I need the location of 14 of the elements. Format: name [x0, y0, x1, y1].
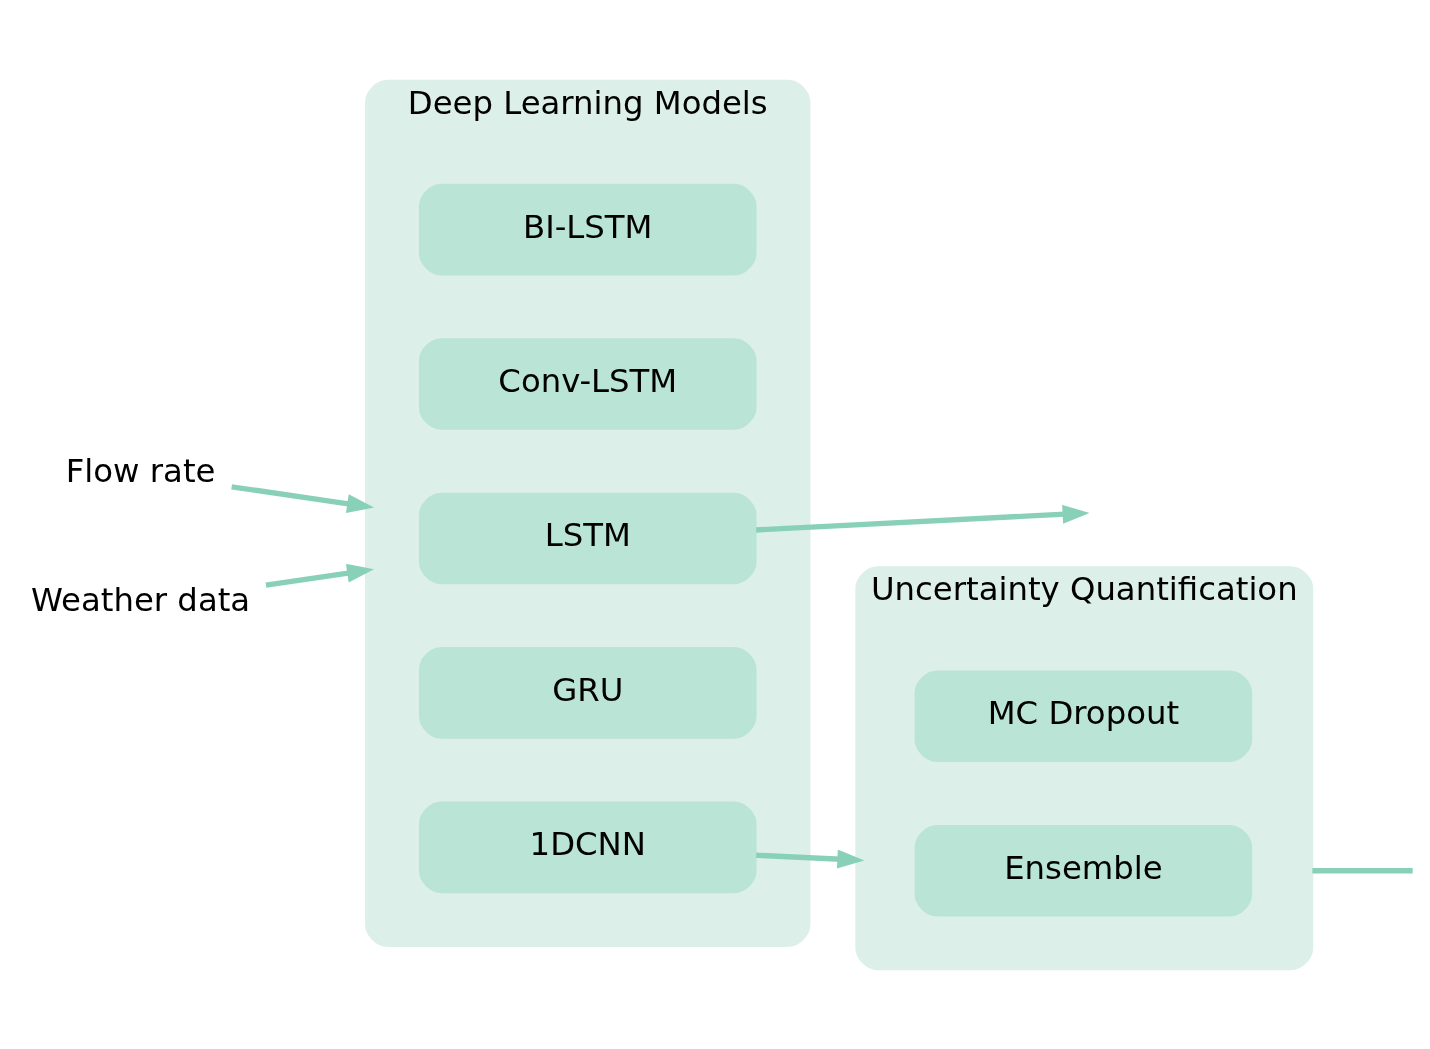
node-box: MC Dropout — [914, 669, 1253, 762]
node-text: Weather data — [31, 580, 251, 619]
node-text: Flow rate — [65, 451, 216, 490]
arrow — [756, 849, 865, 869]
node-box: GRU — [418, 646, 757, 739]
connector — [1312, 867, 1413, 873]
node-box: BI-LSTM — [418, 183, 757, 275]
node-box: LSTM — [418, 492, 757, 584]
node-box: Conv-LSTM — [418, 337, 757, 430]
arrow — [755, 504, 1090, 533]
arrow — [231, 483, 375, 513]
node-box: 1DCNN — [418, 801, 757, 893]
node-box: Ensemble — [914, 824, 1253, 916]
arrow — [265, 563, 375, 588]
